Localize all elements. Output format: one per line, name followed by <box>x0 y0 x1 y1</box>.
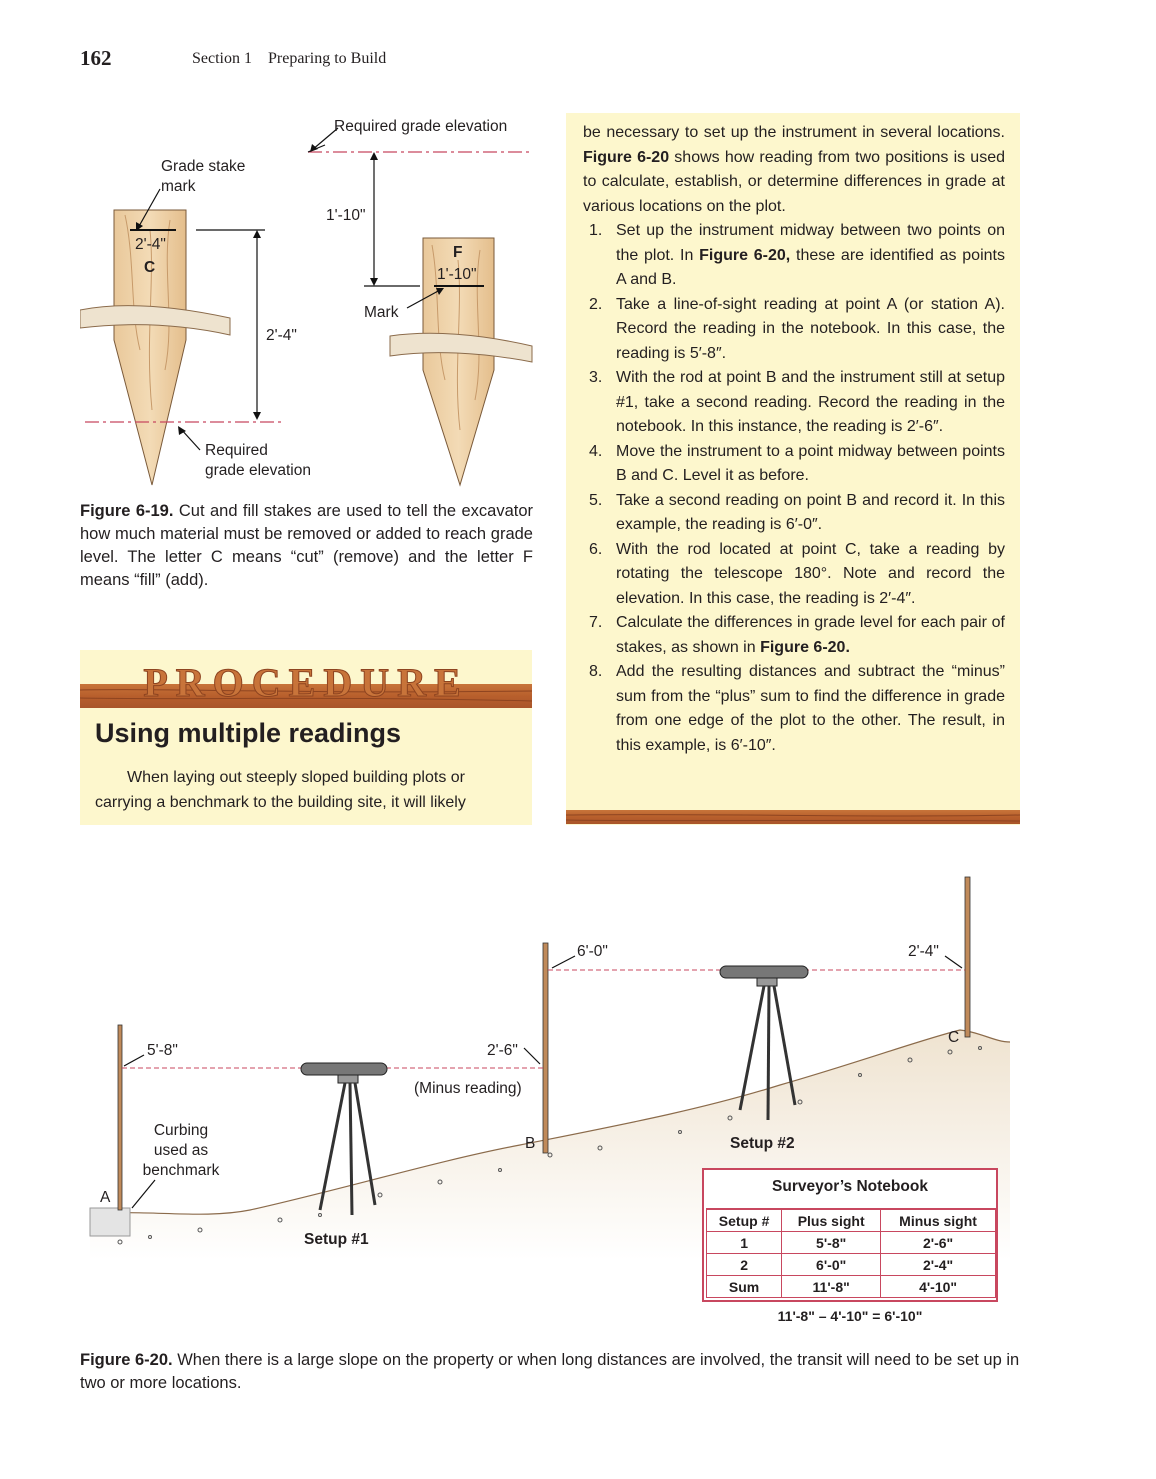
point-b-label: B <box>525 1135 536 1152</box>
setup-2-label: Setup #2 <box>730 1135 795 1152</box>
step-text: Calculate the differences in grade level… <box>616 614 1005 656</box>
step-number: 5. <box>589 491 603 509</box>
table-cell: 2'-4" <box>880 1253 996 1276</box>
step-number: 4. <box>589 442 603 460</box>
notebook-title: Surveyor’s Notebook <box>772 1178 928 1195</box>
table-cell: 5'-8" <box>781 1231 882 1254</box>
continuation-figure-ref: Figure 6-20 <box>583 148 670 166</box>
table-cell: 1 <box>705 1231 783 1254</box>
procedure-steps-text: be necessary to set up the instrument in… <box>583 121 1005 758</box>
table-row: 2 6'-0" 2'-4" <box>705 1253 996 1276</box>
wood-bar <box>566 810 1020 824</box>
procedure-continuation-box <box>566 113 1020 825</box>
procedure-box <box>80 650 532 825</box>
step-number: 3. <box>589 369 603 386</box>
continuation-text-2: shows how reading from two positions is … <box>583 148 1006 215</box>
table-cell: 2'-6" <box>880 1231 996 1254</box>
notebook-table: Setup # Plus sight Minus sight 1 5'-8" 2… <box>705 1208 996 1298</box>
step-item: 6. With the rod located at point C, take … <box>583 538 1005 612</box>
step-text-end: these are identified as points A and B. <box>616 246 1005 289</box>
step-text: Move the instrument to a point midway be… <box>616 442 1005 485</box>
step-text: Set up the instrument midway between two… <box>616 222 1005 264</box>
procedure-title: Using multiple readings <box>95 718 402 748</box>
fill-stake-dimension: 1'-10" <box>437 266 477 283</box>
continuation-text-1: be necessary to set up the instrument in… <box>583 124 1005 141</box>
step-item: 3. With the rod at point B and the instru… <box>583 366 1005 440</box>
table-cell: 11'-8" <box>781 1275 882 1298</box>
table-row: Sum 11'-8" 4'-10" <box>705 1275 996 1298</box>
caption-text: When there is a large slope on the prope… <box>80 1351 1020 1392</box>
cut-stake-dimension: 2'-4" <box>135 236 166 253</box>
column-header: Minus sight <box>880 1208 996 1232</box>
column-header: Setup # <box>705 1208 783 1232</box>
step-item: 7. Calculate the differences in grade lev… <box>583 611 1005 660</box>
step-number: 2. <box>589 295 603 313</box>
point-c-label: C <box>948 1029 960 1046</box>
table-row: 1 5'-8" 2'-6" <box>705 1231 996 1254</box>
figure-6-19-illustration <box>80 127 533 487</box>
step-text: With the rod at point B and the instrume… <box>616 369 1005 435</box>
table-cell: 4'-10" <box>880 1275 996 1298</box>
transit-setup-1 <box>300 1062 388 1216</box>
grade-stake-mark-label: Grade stake mark <box>161 158 246 195</box>
step-number: 6. <box>589 540 603 558</box>
step-text: Take a second reading on point B and rec… <box>616 491 1005 534</box>
steps-list: 1. Set up the instrument midway between t… <box>583 219 1005 758</box>
setup-1-label: Setup #1 <box>304 1231 369 1248</box>
required-grade-top-label: Required grade elevation <box>334 118 508 135</box>
transit-setup-2 <box>719 965 809 1121</box>
step-figure-ref: Figure 6-20, <box>699 246 791 264</box>
curbing-label: Curbing used as benchmark <box>142 1122 220 1179</box>
step-item: 4. Move the instrument to a point midway … <box>583 440 1005 489</box>
step-number: 7. <box>589 614 603 631</box>
reading-c-label: 2'-4" <box>908 943 939 960</box>
minus-reading-label: (Minus reading) <box>414 1080 522 1097</box>
cut-stake-letter: C <box>144 259 156 276</box>
continuation-paragraph: be necessary to set up the instrument in… <box>583 121 1005 219</box>
caption-label: Figure 6-20. <box>80 1351 173 1369</box>
mark-label: Mark <box>364 304 399 321</box>
figure-6-20-caption: Figure 6-20. When there is a large slope… <box>80 1349 1025 1395</box>
point-a-label: A <box>100 1189 111 1206</box>
table-header-row: Setup # Plus sight Minus sight <box>705 1208 996 1232</box>
step-figure-ref: Figure 6-20. <box>760 638 850 656</box>
reading-a-label: 5'-8" <box>147 1042 178 1059</box>
step-item: 8. Add the resulting distances and subtra… <box>583 660 1005 758</box>
caption-text: Cut and fill stakes are used to tell the… <box>80 502 534 589</box>
step-text: With the rod located at point C, take a … <box>616 540 1005 607</box>
step-item: 5. Take a second reading on point B and r… <box>583 489 1005 538</box>
required-grade-bottom-label: Required grade elevation <box>205 442 311 479</box>
step-number: 1. <box>589 222 603 239</box>
step-item: 2. Take a line-of-sight reading at point … <box>583 293 1005 367</box>
fill-stake-letter: F <box>453 244 463 261</box>
surveyors-notebook: Surveyor’s Notebook Setup # Plus sight M… <box>702 1168 998 1302</box>
running-head: Section 1 Preparing to Build <box>192 50 387 67</box>
figure-6-19-caption: Figure 6-19. Cut and fill stakes are use… <box>80 500 533 592</box>
step-number: 8. <box>589 663 603 680</box>
cut-height-label: 2'-4" <box>266 327 297 344</box>
step-text: Add the resulting distances and subtract… <box>616 663 1005 754</box>
fill-top-dimension: 1'-10" <box>326 207 366 224</box>
procedure-intro: When laying out steeply sloped building … <box>95 769 466 811</box>
reading-b-plus-label: 6'-0" <box>577 943 608 960</box>
step-text: Take a line-of-sight reading at point A … <box>616 295 1005 362</box>
table-cell: Sum <box>705 1275 783 1298</box>
reading-b-minus-label: 2'-6" <box>487 1042 518 1059</box>
column-header: Plus sight <box>781 1208 882 1232</box>
page-number: 162 <box>80 46 112 70</box>
step-item: 1. Set up the instrument midway between t… <box>583 219 1005 293</box>
procedure-banner: PROCEDURE <box>80 660 532 708</box>
caption-label: Figure 6-19. <box>80 502 174 520</box>
notebook-equation: 11'-8" – 4'-10" = 6'-10" <box>777 1308 923 1324</box>
table-cell: 6'-0" <box>781 1253 882 1276</box>
table-cell: 2 <box>705 1253 783 1276</box>
procedure-banner-text: PROCEDURE <box>143 660 468 705</box>
